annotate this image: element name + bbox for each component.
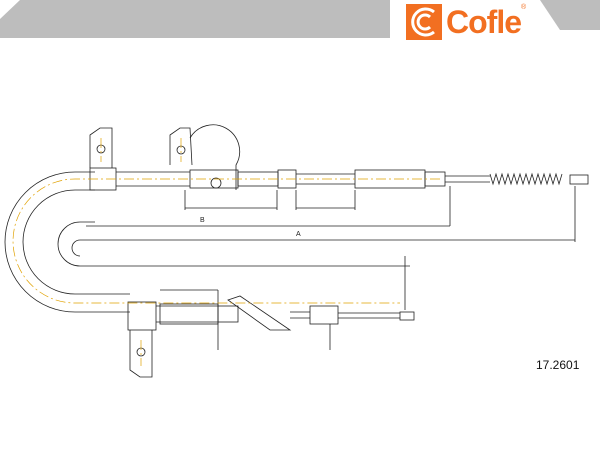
cable-spring (489, 172, 563, 186)
dimension-label-a: A (296, 231, 301, 238)
header-band (0, 0, 600, 38)
centerline-loop (12, 178, 440, 304)
lower-end-fitting (399, 311, 415, 321)
dimension-label-b: B (200, 217, 205, 224)
cofle-logo-icon (406, 4, 442, 40)
lower-bracket (129, 330, 153, 378)
upper-bracket-1 (89, 127, 113, 168)
lower-sleeve-2 (217, 305, 239, 323)
lower-sleeve-1 (159, 303, 219, 325)
cable-loop-inner2 (57, 221, 410, 267)
upper-bracket-2 (169, 127, 193, 166)
lower-sleeve-3 (309, 305, 339, 325)
brand-logo: Cofle ® (406, 3, 526, 41)
part-number: 17.2601 (536, 358, 580, 372)
dimension-loop (71, 239, 410, 257)
upper-end-fitting (569, 174, 589, 185)
cable-loop-outer (4, 171, 130, 313)
header-band-right (540, 0, 600, 30)
cable-loop-inner (22, 189, 130, 295)
brand-name: Cofle (446, 4, 522, 40)
lower-bracket-angle (227, 295, 292, 331)
header-band-left (0, 0, 390, 38)
lower-grommet (127, 301, 157, 331)
upper-clip (189, 124, 241, 190)
registered-mark: ® (521, 4, 527, 11)
